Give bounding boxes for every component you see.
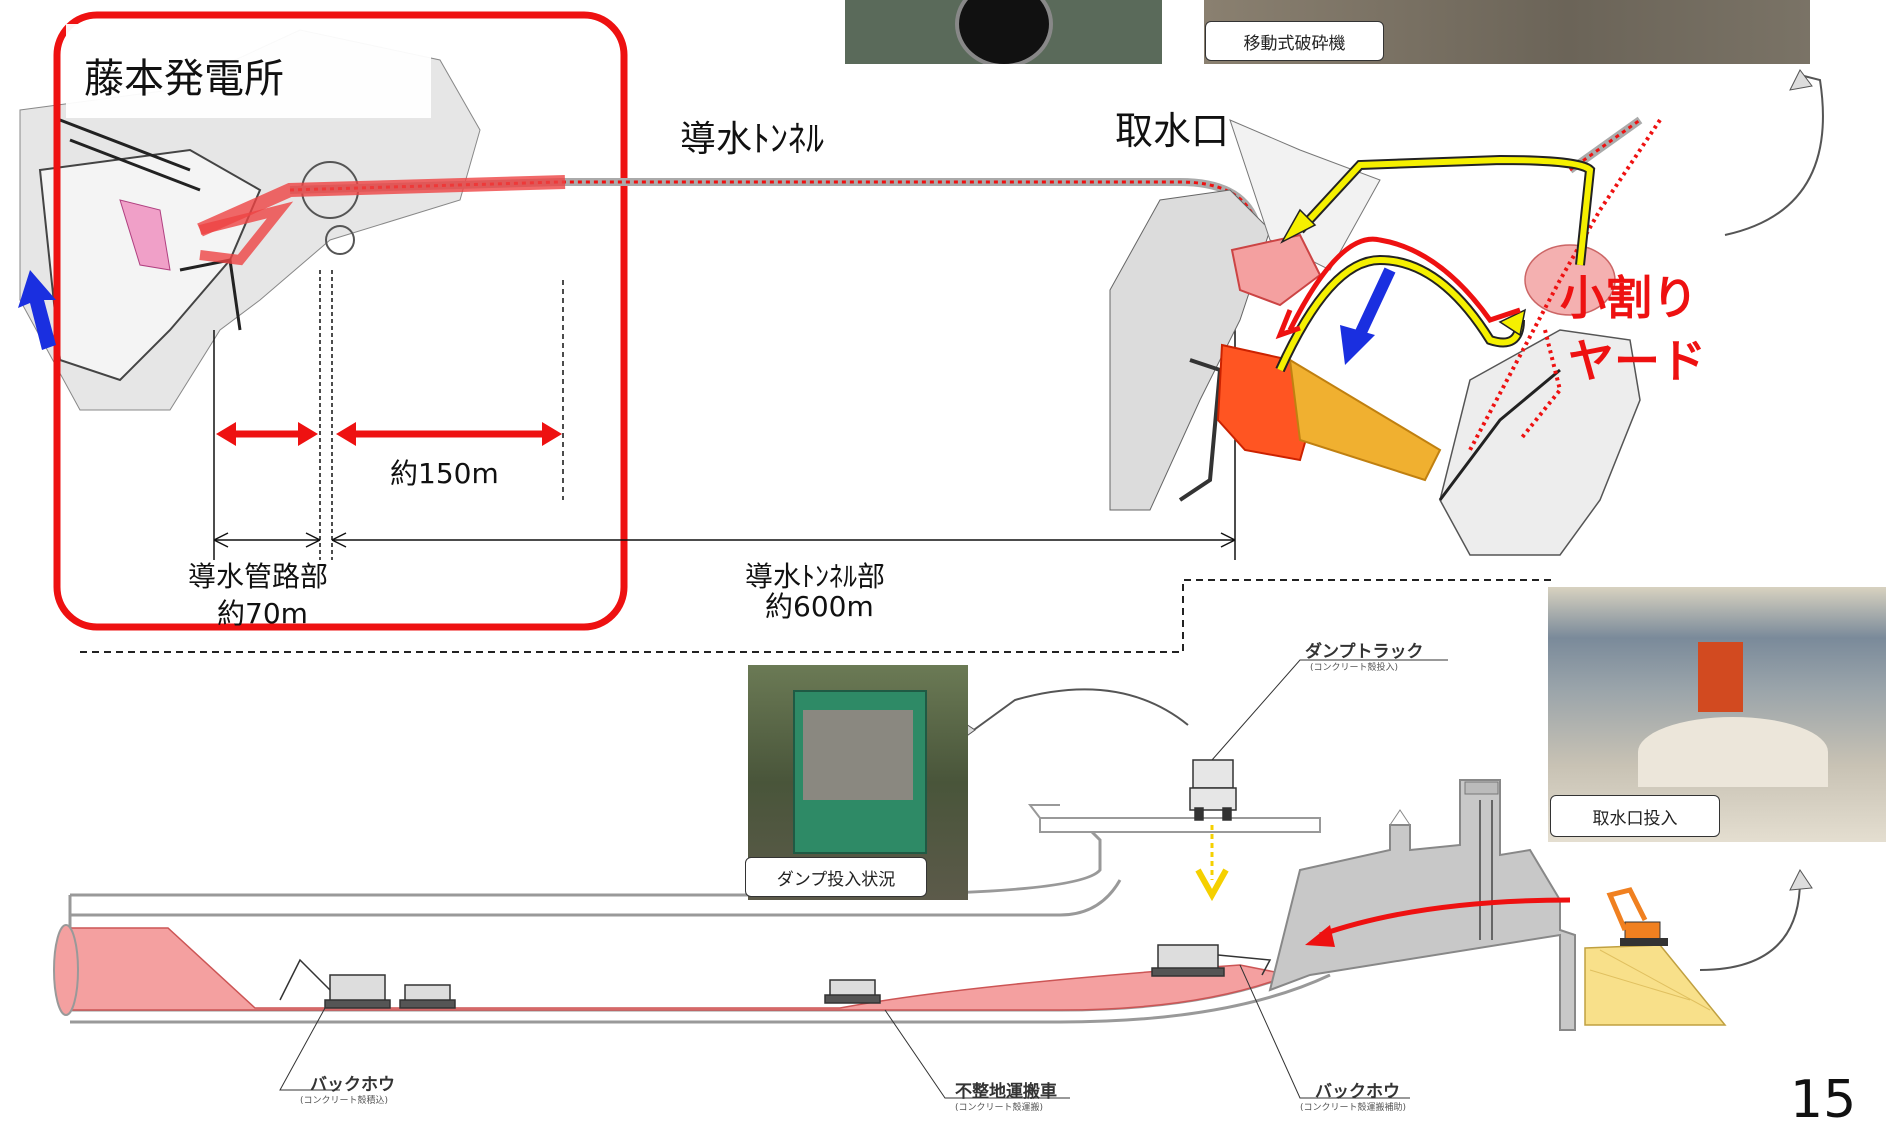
dump-truck-icon: [1189, 759, 1237, 821]
dump-truck-sub: (コンクリート殻投入): [1310, 663, 1399, 673]
intake-site-map: [1109, 116, 1662, 556]
headrace-tunnel-label: 導水ﾄﾝﾈﾙ: [680, 119, 825, 160]
carrier-label: 不整地運搬車: [955, 1082, 1057, 1102]
tunnel-section-label-2: 約600m: [765, 590, 874, 623]
power-station-label-bg: [66, 24, 431, 118]
red-dimension-arrows: [216, 422, 562, 446]
dim-150-label: 約150m: [390, 457, 499, 490]
dump-caption: ダンプ投入状況: [745, 857, 927, 897]
carrier-sub: (コンクリート殻運搬): [955, 1103, 1044, 1113]
backhoe-left-icon: [279, 958, 391, 1009]
section-separator: [80, 579, 1555, 653]
backhoe-left-sub: (コンクリート殻積込): [300, 1096, 389, 1106]
backhoe-left-label: バックホウ: [310, 1075, 395, 1095]
intake-label: 取水口: [1115, 109, 1230, 153]
arrowhead-icon: [1789, 869, 1813, 891]
blue-arrow-left-icon: [18, 270, 56, 350]
excavator-orange-icon: [1606, 887, 1668, 946]
penstock-section-label-2: 約70m: [217, 597, 308, 630]
crush-yard-label-line2: ヤード: [1568, 334, 1706, 388]
leader-lines: [279, 659, 1448, 1099]
backhoe-right-sub: (コンクリート殻運搬補助): [1300, 1103, 1407, 1113]
penstock-section-label-1: 導水管路部: [188, 560, 329, 593]
carrier-mid-icon: [824, 979, 881, 1004]
intake-input-caption: 取水口投入: [1550, 795, 1720, 837]
photo-tunnel-shaft: [845, 0, 1162, 64]
curved-pointer-arrows: [959, 74, 1824, 971]
power-station-label: 藤本発電所: [84, 56, 284, 102]
carrier-left-icon: [399, 984, 456, 1009]
dump-truck-label: ダンプトラック: [1305, 642, 1424, 662]
yellow-route-arrows: [1275, 154, 1596, 373]
dimension-lines: [213, 270, 1236, 560]
power-station-frame: [53, 11, 628, 631]
mobile-crusher-caption: 移動式破砕機: [1205, 21, 1384, 61]
arrowhead-icon: [1789, 69, 1813, 91]
crush-yard-label-line1: 小割り: [1560, 271, 1698, 325]
backhoe-right-label: バックホウ: [1315, 1082, 1400, 1102]
backhoe-right-icon: [1151, 944, 1272, 977]
page-number: 15: [1790, 1070, 1857, 1130]
tunnel-section-label-1: 導水ﾄﾝﾈﾙ部: [745, 560, 886, 593]
